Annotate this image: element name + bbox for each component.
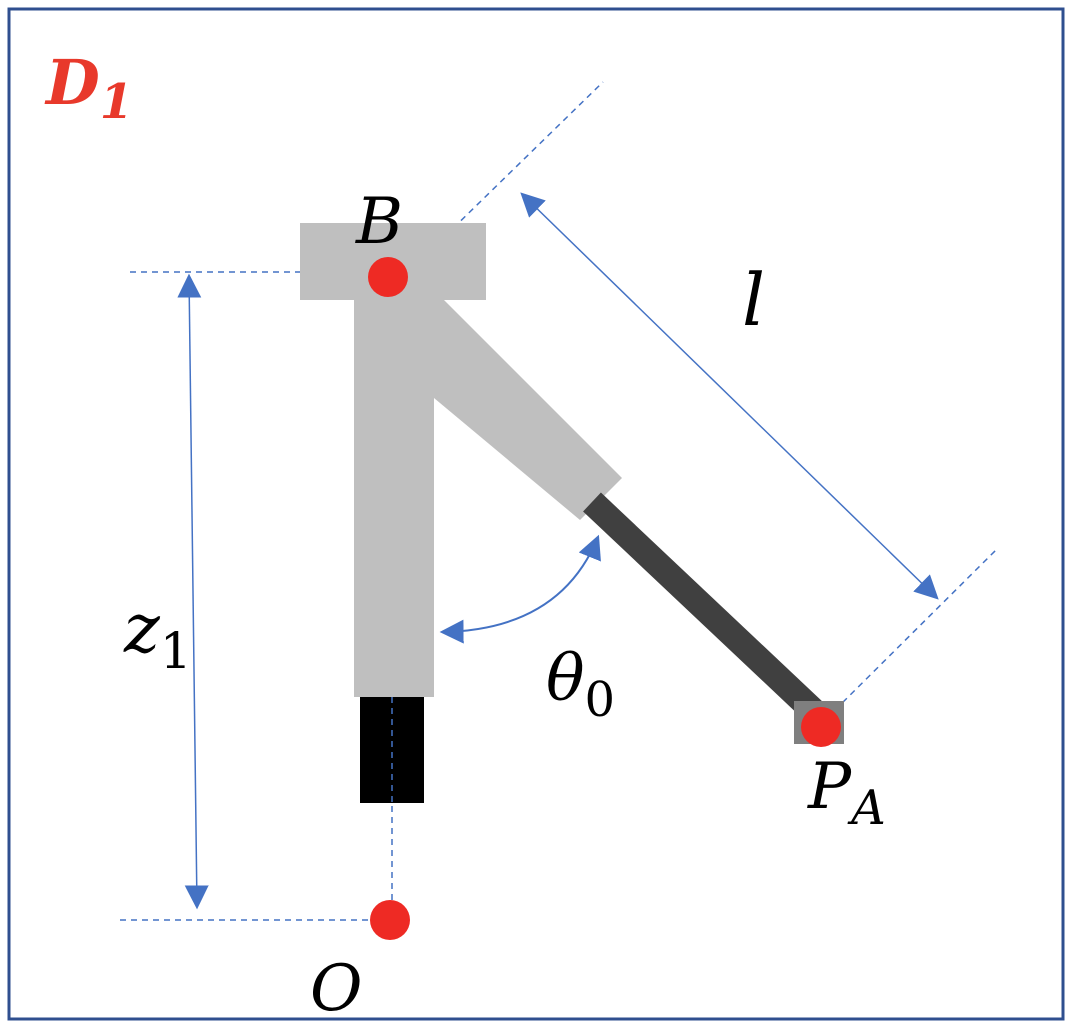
- diagram-title: D1: [44, 46, 133, 130]
- title-subscript: 1: [100, 74, 133, 130]
- height-subscript: 1: [160, 622, 192, 680]
- point-o-dot: [370, 900, 410, 940]
- vertical-column: [354, 290, 434, 697]
- title-main: D: [44, 46, 100, 119]
- point-pa-main: P: [807, 750, 852, 824]
- point-o-label: O: [310, 952, 362, 1026]
- point-pa-dot: [801, 707, 841, 747]
- point-b-dot: [368, 257, 408, 297]
- length-label: l: [742, 258, 765, 342]
- height-label: z1: [123, 590, 192, 680]
- angle-arc-arrow: [439, 534, 601, 644]
- height-dimension-arrow: [177, 273, 209, 910]
- angle-main: θ: [546, 642, 585, 716]
- height-main: z: [123, 590, 161, 669]
- diagram-frame: [7, 7, 1065, 1021]
- guide-line-pa-extension: [826, 547, 999, 719]
- point-pa-label: PA: [807, 750, 886, 836]
- point-b-label: B: [355, 185, 403, 259]
- point-pa-subscript: A: [847, 780, 886, 836]
- length-dimension-arrow: [520, 192, 939, 600]
- angle-label: θ0: [546, 642, 615, 728]
- angle-subscript: 0: [585, 672, 616, 728]
